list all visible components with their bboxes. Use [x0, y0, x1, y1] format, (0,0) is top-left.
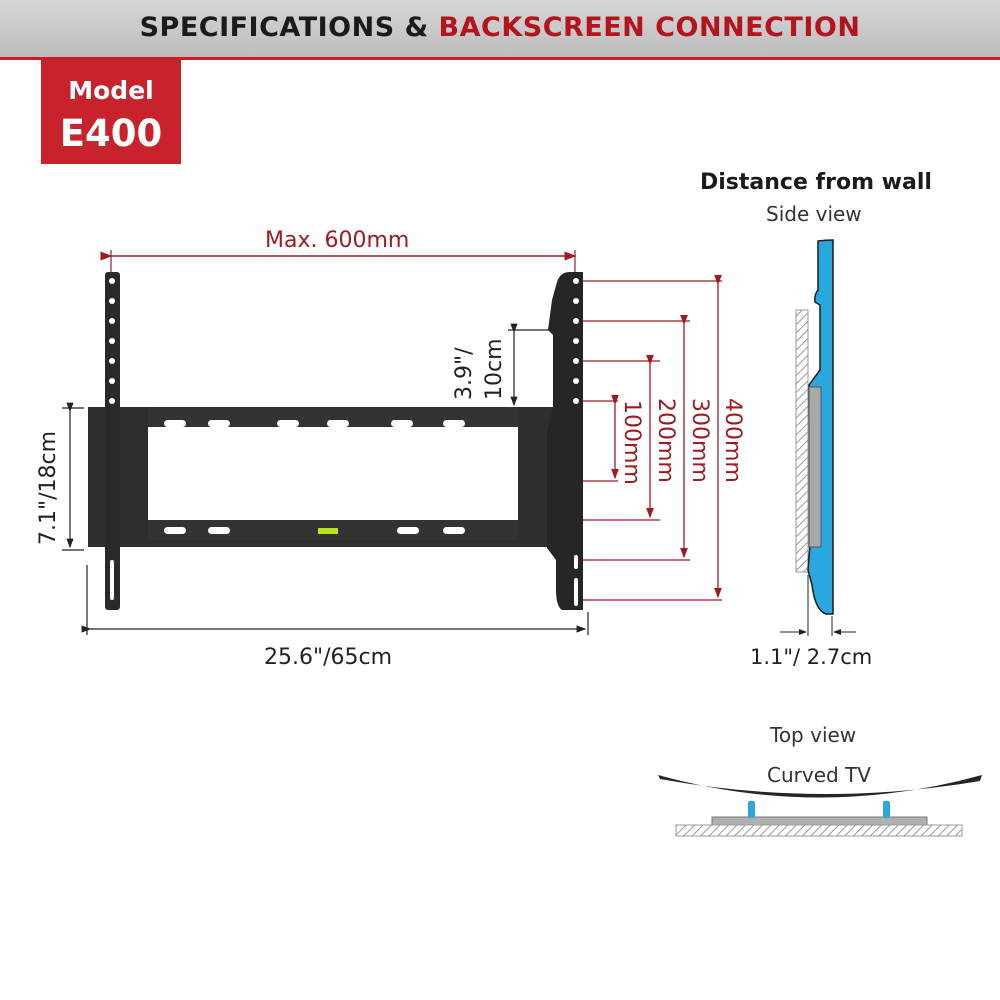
title-specifications: SPECIFICATIONS & [139, 12, 439, 43]
model-badge: Model E400 [41, 60, 181, 164]
offset-label-cm: 10cm [482, 338, 507, 400]
model-label: Model [68, 76, 154, 105]
top-view-title: Top view [770, 723, 857, 747]
vesa-300-label: 300mm [687, 398, 712, 483]
offset-label-inches: 3.9"/ [452, 347, 477, 400]
max-width-label: Max. 600mm [265, 228, 410, 253]
vesa-200-label: 200mm [653, 398, 678, 483]
model-number: E400 [59, 112, 163, 155]
curved-tv-label: Curved TV [767, 763, 871, 787]
side-view-subtitle: Side view [766, 202, 862, 226]
width-label: 25.6"/65cm [264, 645, 393, 670]
wall-distance-label: 1.1"/ 2.7cm [750, 645, 873, 669]
side-view-title: Distance from wall [700, 170, 932, 195]
header-bar: SPECIFICATIONS & BACKSCREEN CONNECTION [0, 0, 1000, 60]
title-backscreen-connection: BACKSCREEN CONNECTION [438, 12, 861, 43]
vesa-400-label: 400mm [720, 398, 745, 483]
height-label: 7.1"/18cm [36, 430, 61, 545]
vesa-100-label: 100mm [619, 400, 644, 485]
page-title: SPECIFICATIONS & BACKSCREEN CONNECTION [0, 12, 1000, 43]
bubble-level [318, 528, 338, 534]
